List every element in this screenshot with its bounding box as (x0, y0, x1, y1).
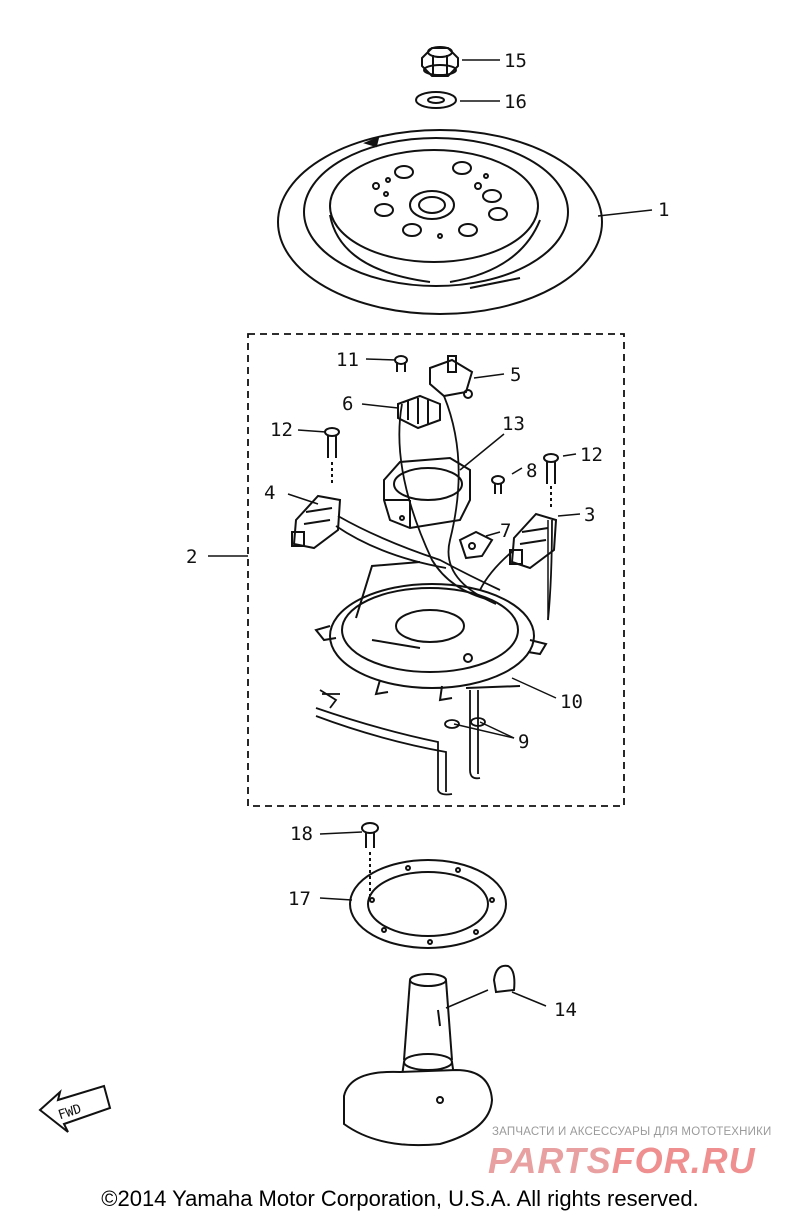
callout-13: 13 (502, 413, 525, 435)
part-11-screw (394, 355, 408, 372)
crankshaft (343, 973, 494, 1147)
part-17-plate (349, 859, 507, 949)
callout-15: 15 (504, 50, 527, 72)
part-12-screw-left (324, 427, 340, 486)
callout-16: 16 (504, 91, 527, 113)
part-4-lighting-coil (291, 494, 342, 550)
copyright-notice: ©2014 Yamaha Motor Corporation, U.S.A. A… (101, 1186, 699, 1211)
fwd-arrow-icon (38, 1084, 112, 1133)
callout-labels: 15 16 1 2 11 5 6 12 13 8 12 4 3 7 10 9 1… (56, 50, 669, 1123)
watermark-brand-end: FOR.RU (611, 1140, 756, 1181)
part-14-key (492, 964, 516, 994)
callout-10: 10 (560, 691, 583, 713)
part-18-screw (361, 822, 379, 896)
wire-harness (335, 395, 553, 621)
callout-1: 1 (658, 199, 669, 221)
callout-9: 9 (518, 731, 529, 753)
part-7-clamp (458, 530, 494, 560)
part-1-flywheel (277, 129, 603, 315)
part-9-leads (315, 689, 486, 796)
callout-8: 8 (526, 460, 537, 482)
part-5-pulser (429, 355, 474, 399)
part-16-washer (415, 91, 457, 109)
part-13-charge-coil (383, 456, 471, 530)
part-15-nut (421, 46, 459, 77)
callout-4: 4 (264, 482, 275, 504)
stator-assembly-box (247, 333, 625, 807)
callout-5: 5 (510, 364, 521, 386)
callout-3: 3 (584, 504, 595, 526)
callout-7: 7 (500, 520, 511, 542)
callout-17: 17 (288, 888, 311, 910)
callout-12-right: 12 (580, 444, 603, 466)
callout-12-left: 12 (270, 419, 293, 441)
callout-18: 18 (290, 823, 313, 845)
callout-14: 14 (554, 999, 577, 1021)
part-8-screw (491, 475, 505, 494)
part-12-screw-right (543, 453, 559, 508)
callout-6: 6 (342, 393, 353, 415)
watermark-logo: PARTSFOR.RU (488, 1140, 756, 1182)
leader-lines (208, 59, 653, 1009)
callout-11: 11 (336, 349, 359, 371)
fwd-label: FWD (56, 1102, 83, 1124)
part-6-coil (397, 394, 441, 430)
watermark-tagline: ЗАПЧАСТИ И АКСЕССУАРЫ ДЛЯ МОТОТЕХНИКИ (492, 1126, 772, 1138)
callout-2: 2 (186, 546, 197, 568)
part-10-stator-base (314, 561, 548, 702)
part-3-lighting-coil (509, 512, 558, 570)
watermark-brand-start: PARTS (488, 1140, 612, 1181)
